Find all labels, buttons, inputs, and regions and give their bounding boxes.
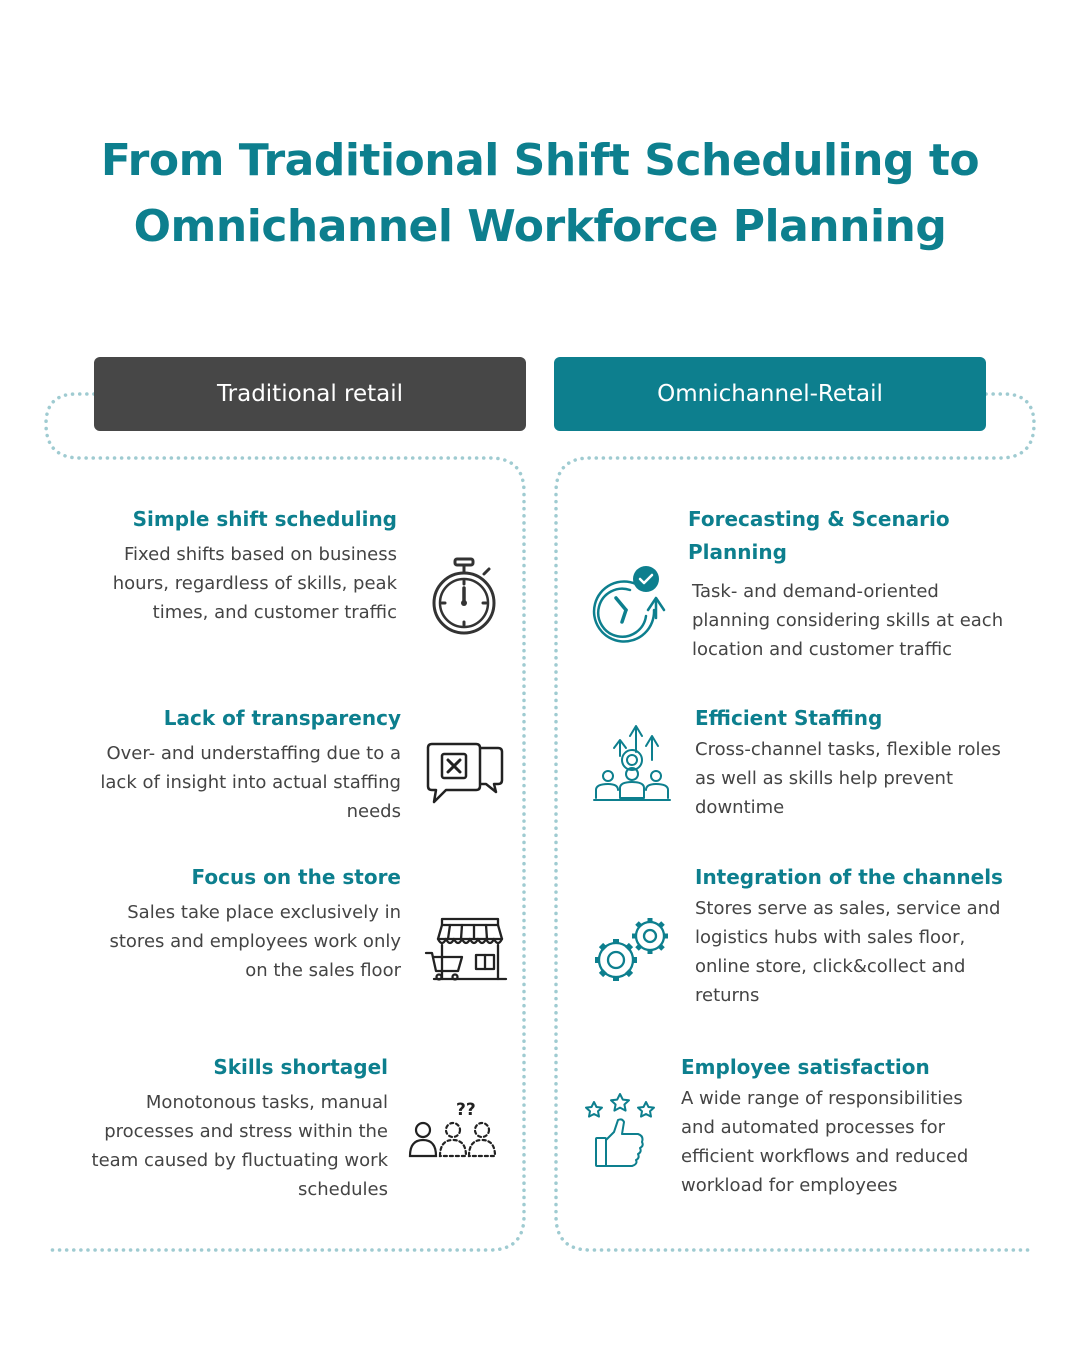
item-text: Monotonous tasks, manual processes and s… xyxy=(91,1092,388,1200)
item-text: Fixed shifts based on business hours, re… xyxy=(112,544,397,623)
missing-people-icon: ?? xyxy=(408,1100,497,1158)
right-item-forecasting-text: Task- and demand-oriented planning consi… xyxy=(692,577,1052,664)
item-title: Efficient Staffing xyxy=(695,706,883,730)
stopwatch-icon xyxy=(432,557,496,635)
chat-x-icon xyxy=(426,742,504,804)
item-title: Employee satisfaction xyxy=(681,1055,930,1079)
item-title: Integration of the channels xyxy=(695,865,1003,889)
item-title: Lack of transparency xyxy=(163,706,401,730)
left-item-focus-on-the-store: Focus on the store Sales take place excl… xyxy=(21,861,401,985)
gears-icon xyxy=(595,918,668,981)
right-item-forecasting: Forecasting & Scenario Planning xyxy=(688,503,1048,569)
right-item-integration: Integration of the channels Stores serve… xyxy=(695,861,1055,1010)
traditional-retail-header: Traditional retail xyxy=(94,357,526,431)
team-growth-icon xyxy=(593,725,671,801)
item-title: Skills shortagel xyxy=(213,1055,388,1079)
item-text: Sales take place exclusively in stores a… xyxy=(109,902,401,981)
store-cart-icon xyxy=(424,917,508,981)
item-text: Over- and understaffing due to a lack of… xyxy=(100,743,401,822)
omnichannel-retail-header: Omnichannel-Retail xyxy=(554,357,986,431)
left-item-lack-of-transparency: Lack of transparency Over- and understaf… xyxy=(21,702,401,826)
clock-check-icon xyxy=(592,566,666,643)
left-item-simple-shift-scheduling: Simple shift scheduling Fixed shifts bas… xyxy=(17,503,397,627)
item-title: Simple shift scheduling xyxy=(132,507,397,531)
svg-text:??: ?? xyxy=(456,1100,476,1120)
item-text: A wide range of responsibilities and aut… xyxy=(681,1088,969,1196)
item-title: Focus on the store xyxy=(191,865,401,889)
title-line-1: From Traditional Shift Scheduling to xyxy=(100,135,980,186)
item-text: Stores serve as sales, service and logis… xyxy=(695,898,1001,1006)
item-text: Task- and demand-oriented planning consi… xyxy=(692,581,1004,660)
item-text: Cross-channel tasks, flexible roles as w… xyxy=(695,739,1001,818)
stars-thumbs-up-icon xyxy=(585,1093,655,1167)
page-title: From Traditional Shift Scheduling to Omn… xyxy=(0,128,1080,260)
right-item-efficient-staffing: Efficient Staffing Cross-channel tasks, … xyxy=(695,702,1055,822)
right-item-employee-satisfaction: Employee satisfaction A wide range of re… xyxy=(681,1051,1041,1200)
title-line-2: Omnichannel Workforce Planning xyxy=(133,201,947,252)
left-item-skills-shortage: Skills shortagel Monotonous tasks, manua… xyxy=(8,1051,388,1204)
item-title: Forecasting & Scenario Planning xyxy=(688,507,950,564)
